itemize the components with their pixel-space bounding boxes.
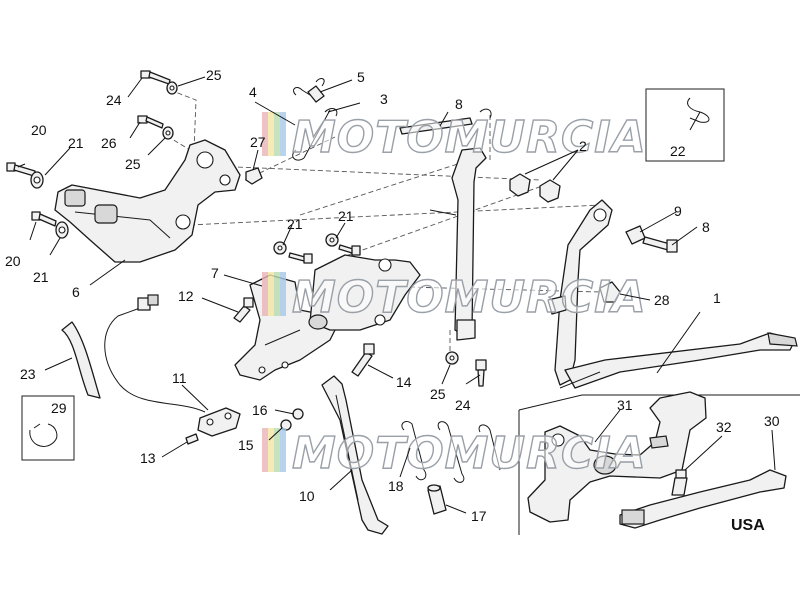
label-part-20-top: 20 bbox=[31, 122, 47, 138]
label-part-16: 16 bbox=[252, 402, 268, 418]
label-part-8-right: 8 bbox=[702, 219, 710, 235]
bolt-20-top bbox=[6, 162, 36, 177]
watermark-text: MOTOMURCIA bbox=[292, 428, 647, 479]
label-part-11: 11 bbox=[172, 370, 187, 386]
label-part-1: 1 bbox=[713, 290, 721, 306]
protection-tube-23 bbox=[61, 321, 101, 399]
label-part-31: 31 bbox=[617, 397, 633, 413]
watermark-text: MOTOMURCIA bbox=[292, 272, 647, 323]
bolt-20-bottom bbox=[31, 211, 57, 227]
label-part-14: 14 bbox=[396, 374, 412, 390]
bushing-2-left bbox=[509, 173, 531, 197]
centre-bracket-vertical bbox=[429, 147, 487, 341]
watermark-bottom: MOTOMURCIA bbox=[262, 427, 647, 480]
usa-bracket-31 bbox=[527, 391, 707, 523]
side-stand-switch-11 bbox=[197, 407, 241, 437]
label-part-10: 10 bbox=[299, 488, 315, 504]
label-part-21-center-left: 21 bbox=[287, 216, 303, 232]
washer-25-mid bbox=[162, 126, 174, 140]
side-stand-leg-10 bbox=[321, 375, 389, 535]
bolt-14 bbox=[351, 343, 375, 377]
watermark-top: MOTOMURCIA bbox=[262, 111, 647, 164]
label-part-7: 7 bbox=[211, 265, 219, 281]
washer-25-top bbox=[166, 81, 178, 95]
label-part-12: 12 bbox=[178, 288, 194, 304]
label-part-15: 15 bbox=[238, 437, 254, 453]
bushing-2-right bbox=[539, 179, 561, 203]
washer-25-bottom bbox=[445, 351, 459, 365]
label-part-2: 2 bbox=[579, 138, 587, 154]
label-part-29: 29 bbox=[51, 400, 67, 416]
label-part-21-top: 21 bbox=[68, 135, 84, 151]
label-part-32: 32 bbox=[716, 419, 732, 435]
label-part-22: 22 bbox=[670, 143, 686, 159]
usa-side-stand-30 bbox=[619, 469, 787, 529]
bolt-24-top bbox=[140, 70, 171, 85]
label-part-25-mid: 25 bbox=[125, 156, 141, 172]
region-label-usa: USA bbox=[731, 517, 765, 534]
label-part-4: 4 bbox=[249, 84, 257, 100]
inset-box-29 bbox=[21, 395, 75, 461]
label-part-5: 5 bbox=[357, 69, 365, 85]
side-stand-bracket-7 bbox=[234, 274, 341, 381]
label-part-17: 17 bbox=[471, 508, 487, 524]
part-labels: 1 2 3 4 5 6 7 8 8 9 10 11 12 13 14 15 16… bbox=[5, 67, 780, 534]
screw-13 bbox=[185, 433, 199, 445]
label-part-25-bottom: 25 bbox=[430, 386, 446, 402]
washer-21-bottom bbox=[55, 221, 69, 239]
label-part-24-top: 24 bbox=[106, 92, 122, 108]
washer-21-top bbox=[30, 171, 44, 189]
label-part-18: 18 bbox=[388, 478, 404, 494]
label-part-28: 28 bbox=[654, 292, 670, 308]
label-part-27: 27 bbox=[250, 134, 266, 150]
centre-stand-1 bbox=[547, 199, 798, 389]
inset-box-22 bbox=[645, 88, 725, 162]
label-part-23: 23 bbox=[20, 366, 36, 382]
washer-16 bbox=[292, 408, 304, 420]
label-part-30: 30 bbox=[764, 413, 780, 429]
leader-lines bbox=[17, 76, 776, 514]
bolt-26 bbox=[137, 115, 164, 129]
spring-5 bbox=[293, 78, 325, 103]
washer-21-center-right bbox=[325, 233, 339, 247]
springs-18 bbox=[401, 421, 501, 483]
label-part-3: 3 bbox=[380, 91, 388, 107]
pin-8-top bbox=[399, 108, 492, 135]
usa-bolt-32 bbox=[671, 469, 688, 496]
label-part-8-top: 8 bbox=[455, 96, 463, 112]
label-part-20-bottom: 20 bbox=[5, 253, 21, 269]
usa-panel bbox=[518, 394, 800, 535]
spacer-17 bbox=[427, 484, 447, 515]
label-part-25-top: 25 bbox=[206, 67, 222, 83]
watermark-text: MOTOMURCIA bbox=[292, 112, 647, 163]
bolt-24-bottom bbox=[475, 359, 487, 387]
side-stand-arm bbox=[308, 254, 421, 331]
label-part-6: 6 bbox=[72, 284, 80, 300]
watermark-middle: MOTOMURCIA bbox=[262, 271, 647, 324]
spring-3 bbox=[292, 108, 338, 161]
label-part-21-bottom: 21 bbox=[33, 269, 49, 285]
switch-cable bbox=[104, 294, 206, 413]
rubber-28 bbox=[599, 281, 621, 303]
label-part-24-bottom: 24 bbox=[455, 397, 471, 413]
bolt-21-center-left bbox=[288, 252, 313, 264]
screw-12 bbox=[233, 297, 254, 323]
label-part-21-center-right: 21 bbox=[338, 208, 354, 224]
left-mounting-bracket bbox=[54, 139, 241, 263]
bolt-21-center-right bbox=[338, 244, 361, 256]
bushing-27 bbox=[245, 167, 263, 185]
pin-8-right bbox=[642, 236, 678, 253]
spacer-9 bbox=[625, 225, 646, 245]
washer-21-center-left bbox=[273, 241, 287, 255]
label-part-13: 13 bbox=[140, 450, 156, 466]
label-part-9: 9 bbox=[674, 203, 682, 219]
label-part-26: 26 bbox=[101, 135, 117, 151]
